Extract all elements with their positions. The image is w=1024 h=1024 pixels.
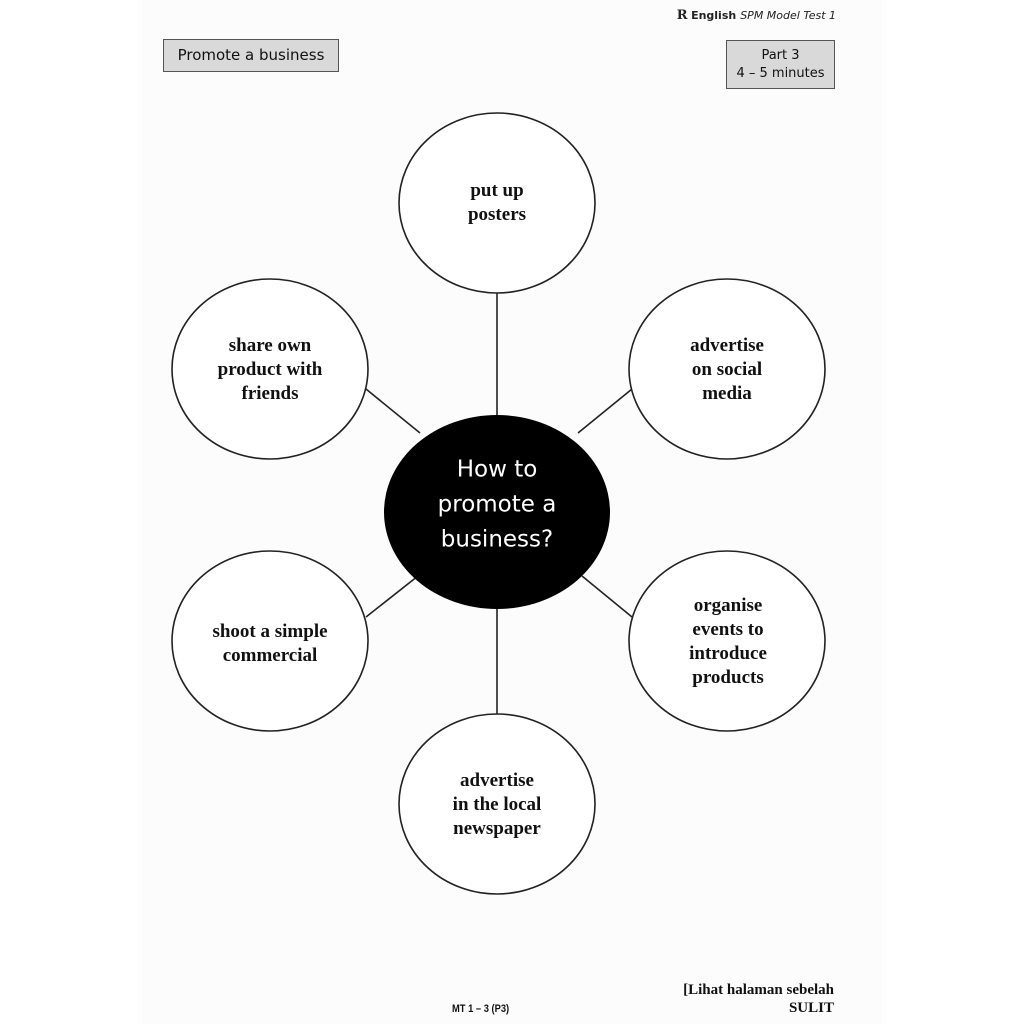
node-bottom-left-circle xyxy=(171,550,369,732)
node-line: in the local xyxy=(452,794,542,815)
connector-bottom-right xyxy=(581,575,633,618)
node-line: media xyxy=(702,383,752,404)
node-line: advertise xyxy=(460,770,534,791)
part-duration: 4 – 5 minutes xyxy=(736,66,825,81)
header-subject: English xyxy=(691,9,737,22)
node-line: on social xyxy=(691,359,763,380)
connector-top-right xyxy=(577,388,633,434)
header-title: SPM Model Test 1 xyxy=(740,9,836,22)
node-line: share own xyxy=(228,335,312,356)
publisher-logo: R xyxy=(676,8,688,23)
node-top-circle xyxy=(398,112,596,294)
node-line: product with xyxy=(217,359,323,380)
node-line: posters xyxy=(467,204,527,225)
center-circle xyxy=(384,415,610,609)
center-line: business? xyxy=(440,526,554,553)
center-question: How to promote a business? xyxy=(438,453,557,558)
center-line: promote a xyxy=(437,491,557,518)
node-line: friends xyxy=(241,383,299,404)
topic-label: Promote a business xyxy=(163,39,339,72)
node-bottom-label: advertise in the local newspaper xyxy=(453,769,542,841)
node-line: introduce xyxy=(689,643,767,664)
connector-top-left xyxy=(365,388,421,434)
node-top-right-circle xyxy=(628,278,826,460)
footer-code: MT 1 – 3 (P3) xyxy=(452,1003,510,1015)
node-top-right-label: advertise on social media xyxy=(690,334,764,406)
node-bottom-right-label: organise events to introduce products xyxy=(689,594,767,690)
node-top-left-circle xyxy=(171,278,369,460)
node-top-label: put up posters xyxy=(468,179,526,227)
node-line: shoot a simple xyxy=(212,621,328,642)
node-top-left-label: share own product with friends xyxy=(218,334,323,406)
node-line: products xyxy=(692,667,764,688)
part-box: Part 3 4 – 5 minutes xyxy=(726,40,835,89)
node-line: events to xyxy=(692,619,764,640)
node-line: organise xyxy=(693,595,763,616)
node-bottom-right-circle xyxy=(628,550,826,732)
node-line: advertise xyxy=(690,335,764,356)
node-bottom-circle xyxy=(398,713,596,895)
node-line: newspaper xyxy=(453,818,541,839)
part-label: Part 3 xyxy=(761,48,800,63)
footer-classification: SULIT xyxy=(788,1000,834,1016)
node-bottom-left-label: shoot a simple commercial xyxy=(212,620,327,668)
header: R English SPM Model Test 1 xyxy=(677,8,836,23)
connector-bottom-left xyxy=(365,575,419,618)
footer-next-page: [Lihat halaman sebelah xyxy=(683,982,834,998)
node-line: commercial xyxy=(222,645,318,666)
node-line: put up xyxy=(470,180,524,201)
center-line: How to xyxy=(456,456,538,483)
